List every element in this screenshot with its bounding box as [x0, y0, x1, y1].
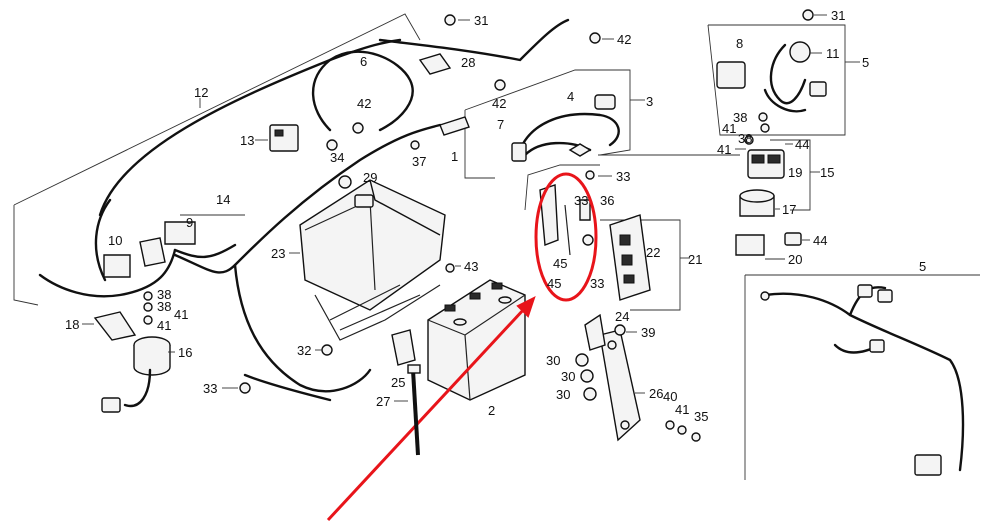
callout-38c: 38: [157, 287, 171, 302]
callout-33a: 33: [616, 169, 630, 184]
callout-3: 3: [646, 94, 653, 109]
callout-44a: 44: [795, 137, 809, 152]
callout-36: 36: [600, 193, 614, 208]
callout-16: 16: [178, 345, 192, 360]
callout-13: 13: [240, 133, 254, 148]
callout-14: 14: [216, 192, 230, 207]
battery-box: [299, 179, 446, 341]
callout-33c: 33: [590, 276, 604, 291]
fasteners: [143, 9, 814, 442]
fuse-box: [600, 214, 690, 311]
battery-cable: [511, 94, 620, 162]
callout-18: 18: [65, 317, 79, 332]
main-wire-harness: [38, 18, 570, 402]
callout-33d: 33: [203, 381, 217, 396]
callout-38d: 38: [157, 299, 171, 314]
callout-41a: 41: [722, 121, 736, 136]
callout-42a: 42: [617, 32, 631, 47]
callout-42c: 42: [357, 96, 371, 111]
group-bracket-3: [464, 69, 740, 179]
callout-10: 10: [108, 233, 122, 248]
callout-38b: 38: [738, 131, 752, 146]
battery: [427, 279, 526, 401]
relay-bracket-18: [93, 311, 137, 341]
callout-37: 37: [412, 154, 426, 169]
callout-labels: 31 6 42 28 12 42 42 4 3 7 13 34 37 1 33 …: [65, 8, 926, 424]
starter-relay-16: [101, 336, 171, 413]
callout-41c: 41: [174, 307, 188, 322]
callout-12: 12: [194, 85, 208, 100]
callout-25: 25: [391, 375, 405, 390]
callout-31a: 31: [474, 13, 488, 28]
callout-5b: 5: [919, 259, 926, 274]
callout-40: 40: [663, 389, 677, 404]
inset-view: [744, 274, 980, 480]
callout-28: 28: [461, 55, 475, 70]
callout-4: 4: [567, 89, 574, 104]
callout-41b: 41: [717, 142, 731, 157]
callout-42b: 42: [492, 96, 506, 111]
mount-bracket: [584, 313, 641, 442]
callout-24: 24: [615, 309, 629, 324]
callout-34: 34: [330, 150, 344, 165]
callout-45b: 45: [547, 276, 561, 291]
callout-41e: 41: [675, 402, 689, 417]
callout-30a: 30: [546, 353, 560, 368]
bolt-27: [407, 364, 421, 456]
callout-43: 43: [464, 259, 478, 274]
relay-13: [269, 124, 299, 152]
highlight-circle: [534, 172, 598, 302]
callout-2: 2: [488, 403, 495, 418]
fuse-cover-parts: [524, 164, 600, 256]
stay-25: [391, 329, 416, 366]
relay-group-15: [735, 139, 820, 256]
rubber-mounts: [103, 221, 196, 278]
sub-harness-5: [716, 41, 827, 113]
callout-45a: 45: [553, 256, 567, 271]
callout-39: 39: [641, 325, 655, 340]
callout-27: 27: [376, 394, 390, 409]
callout-35: 35: [694, 409, 708, 424]
callout-29: 29: [363, 170, 377, 185]
callout-26: 26: [649, 386, 663, 401]
callout-9: 9: [186, 215, 193, 230]
highlight-arrow: [326, 296, 536, 522]
callout-22: 22: [646, 245, 660, 260]
callout-20: 20: [788, 252, 802, 267]
callout-7: 7: [497, 117, 504, 132]
callout-5: 5: [862, 55, 869, 70]
callout-1: 1: [451, 149, 458, 164]
callout-38a: 38: [733, 110, 747, 125]
callout-30c: 30: [556, 387, 570, 402]
callout-17: 17: [782, 202, 796, 217]
callout-30b: 30: [561, 369, 575, 384]
callout-32: 32: [297, 343, 311, 358]
callout-21: 21: [688, 252, 702, 267]
callout-41d: 41: [157, 318, 171, 333]
group-bracket-12: [13, 13, 421, 306]
callout-31b: 31: [831, 8, 845, 23]
callout-6: 6: [360, 54, 367, 69]
callout-15: 15: [820, 165, 834, 180]
callout-23: 23: [271, 246, 285, 261]
group-bracket-5: [707, 24, 860, 136]
callout-33b: 33: [574, 193, 588, 208]
callout-44b: 44: [813, 233, 827, 248]
callout-19: 19: [788, 165, 802, 180]
callout-8: 8: [736, 36, 743, 51]
callout-11: 11: [826, 46, 840, 61]
